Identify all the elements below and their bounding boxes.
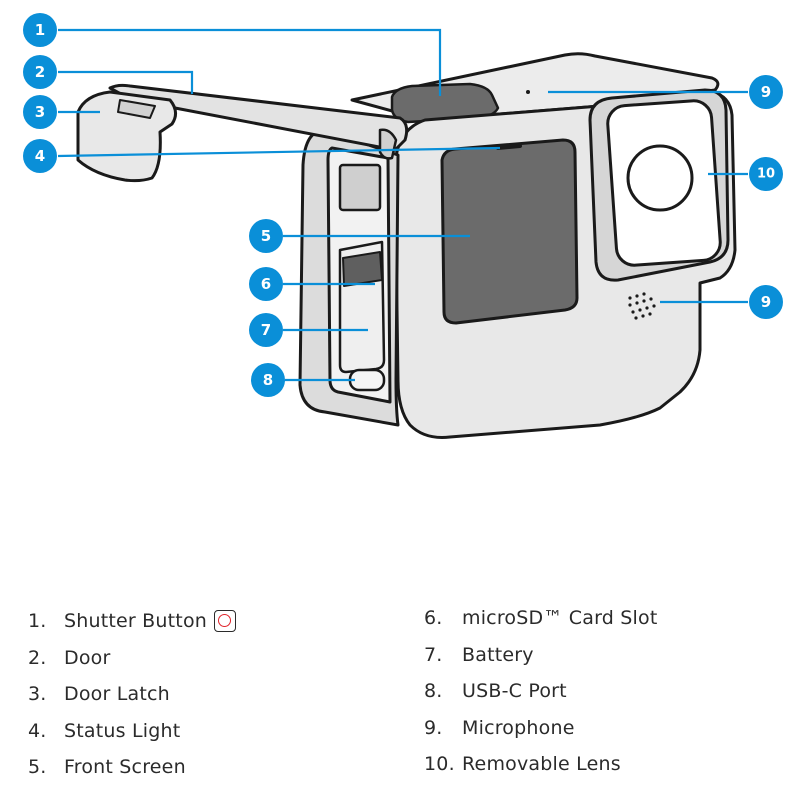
legend-item-door: 2. Door: [28, 640, 236, 677]
door-latch-detail: [117, 99, 156, 119]
front-screen-shape: [440, 138, 579, 325]
legend-right-column: 6. microSD™ Card Slot 7. Battery 8. USB-…: [424, 600, 657, 783]
battery-tab: [342, 251, 383, 287]
legend-item-removable-lens: 10. Removable Lens: [424, 746, 657, 783]
svg-text:2: 2: [35, 63, 45, 81]
legend-label: USB-C Port: [462, 680, 567, 703]
legend-item-shutter-button: 1. Shutter Button: [28, 603, 237, 640]
leader-lines: [57, 28, 748, 382]
legend-number: 4.: [28, 719, 47, 742]
callout-badge-9a: 9: [749, 75, 783, 109]
leader-line-2: [58, 70, 194, 94]
camera-illustration: [76, 52, 737, 439]
legend-number: 9.: [424, 716, 443, 739]
legend-left-column: 1. Shutter Button 2. Door 3. Door Latch …: [28, 603, 237, 786]
legend-label: Front Screen: [64, 756, 186, 779]
door-hinge: [378, 128, 398, 160]
camera-diagram: 1 2 3 4 5 6 7 8 9 10 9: [23, 13, 783, 439]
legend-label: Status Light: [64, 719, 181, 742]
leader-line-4: [57, 146, 501, 158]
legend-item-microphone: 9. Microphone: [424, 710, 657, 747]
lens-glass: [626, 144, 694, 212]
callout-badge-5: 5: [249, 219, 283, 253]
shutter-button-icon: [214, 610, 237, 633]
svg-text:1: 1: [35, 21, 45, 39]
svg-text:10: 10: [757, 167, 775, 182]
callout-badge-6: 6: [249, 267, 283, 301]
legend-item-microsd-slot: 6. microSD™ Card Slot: [424, 600, 657, 637]
svg-text:7: 7: [261, 321, 271, 339]
svg-text:9: 9: [761, 293, 771, 311]
legend-number: 3.: [28, 683, 47, 706]
legend-number: 2.: [28, 646, 47, 669]
legend-label: Microphone: [462, 716, 575, 739]
door-shape: [108, 83, 409, 152]
callout-badge-2: 2: [23, 55, 57, 89]
callout-badge-3: 3: [23, 95, 57, 129]
callout-badge-9b: 9: [749, 285, 783, 319]
legend-label: Door Latch: [64, 683, 170, 706]
legend-item-usb-c-port: 8. USB-C Port: [424, 673, 657, 710]
legend-item-battery: 7. Battery: [424, 637, 657, 674]
svg-text:9: 9: [761, 83, 771, 101]
microsd-slot: [338, 163, 382, 212]
svg-text:6: 6: [261, 275, 271, 293]
legend-item-status-light: 4. Status Light: [28, 713, 236, 750]
callout-badges: 1 2 3 4 5 6 7 8 9 10 9: [23, 13, 783, 397]
legend-number: 10.: [424, 753, 455, 776]
legend-label: Door: [64, 646, 111, 669]
svg-text:8: 8: [263, 371, 273, 389]
legend-label: microSD™ Card Slot: [462, 607, 658, 630]
legend-label: Shutter Button: [64, 610, 208, 633]
legend-number: 5.: [28, 756, 47, 779]
legend-number: 6.: [424, 607, 443, 630]
legend-item-door-latch: 3. Door Latch: [28, 676, 236, 713]
svg-text:3: 3: [35, 103, 45, 121]
usb-c-port-shape: [348, 368, 386, 392]
svg-text:4: 4: [35, 147, 45, 165]
legend-label: Removable Lens: [462, 753, 621, 776]
callout-badge-8: 8: [251, 363, 285, 397]
legend-number: 1.: [28, 610, 47, 633]
callout-badge-4: 4: [23, 139, 57, 173]
callout-badge-10: 10: [749, 157, 783, 191]
status-light-shape: [496, 144, 522, 150]
legend-number: 7.: [424, 643, 443, 666]
top-microphone-dot: [526, 90, 530, 94]
leader-line-1: [58, 28, 442, 96]
legend-number: 8.: [424, 680, 443, 703]
svg-text:5: 5: [261, 227, 271, 245]
callout-badge-1: 1: [23, 13, 57, 47]
callout-badge-7: 7: [249, 313, 283, 347]
legend-item-front-screen: 5. Front Screen: [28, 749, 236, 786]
front-microphone-grille: [628, 292, 656, 320]
legend-label: Battery: [462, 643, 534, 666]
